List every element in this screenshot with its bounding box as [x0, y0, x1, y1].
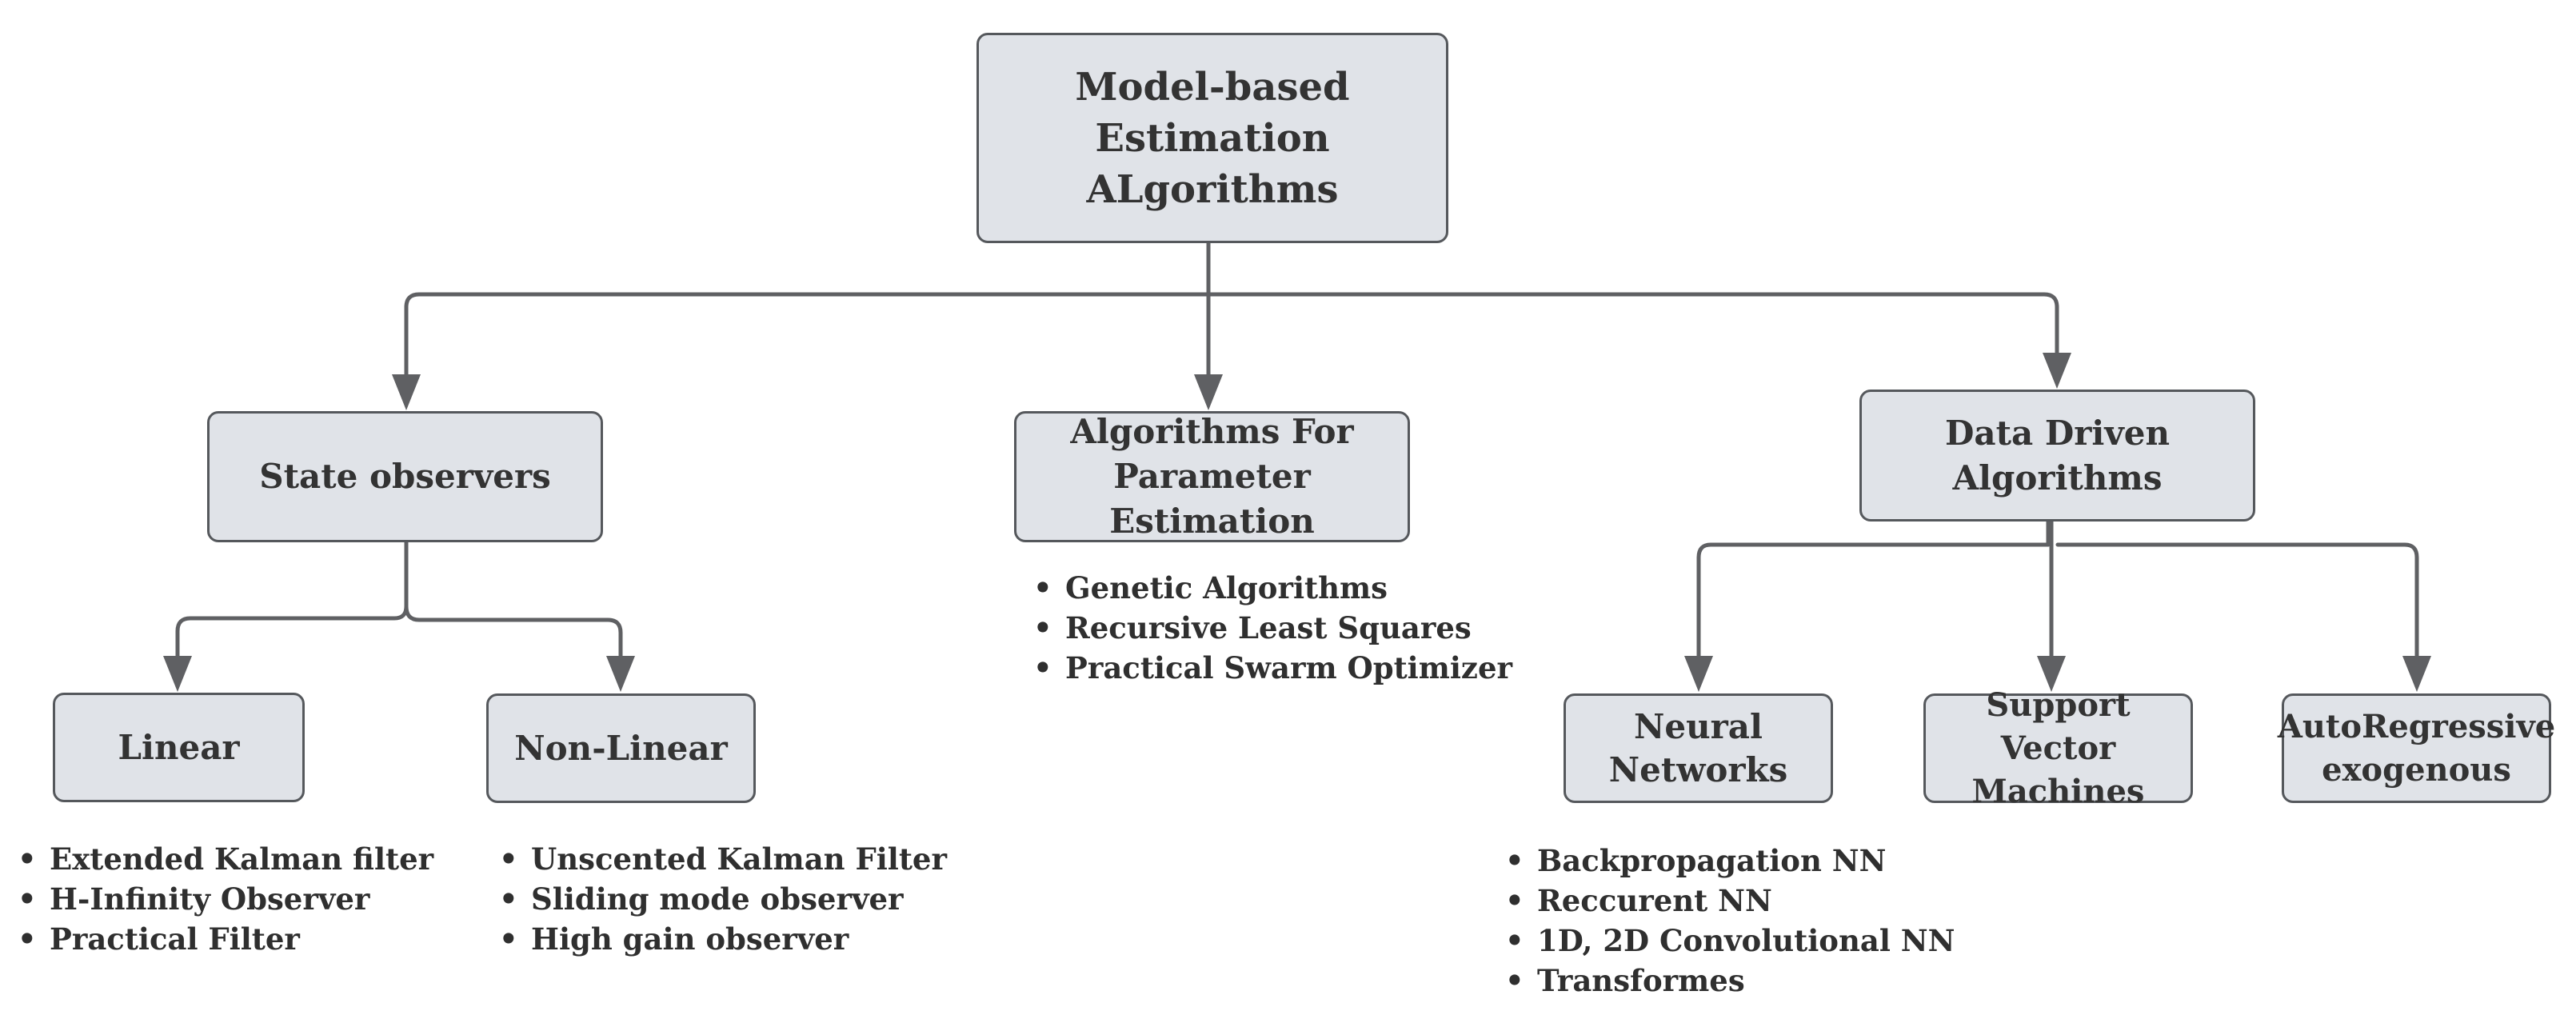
connector-data-driven-to-neural-networks: [1696, 542, 2051, 671]
arrowhead-parameter-estimation: [1194, 374, 1223, 410]
non-linear-list: Unscented Kalman Filter Sliding mode obs…: [499, 839, 947, 959]
root-node: Model-based Estimation ALgorithms: [976, 33, 1448, 243]
state-observers-node: State observers: [207, 411, 603, 542]
arrowhead-non-linear: [606, 656, 635, 692]
parameter-estimation-node: Algorithms For Parameter Estimation: [1014, 411, 1410, 542]
list-item: Practical Filter: [18, 919, 433, 959]
arrowhead-state-observers: [392, 374, 421, 410]
connector-data-driven-to-arx: [2055, 542, 2419, 671]
list-item: Recursive Least Squares: [1033, 608, 1512, 648]
list-item: 1D, 2D Convolutional NN: [1505, 921, 1955, 961]
linear-list: Extended Kalman filter H-Infinity Observ…: [18, 839, 433, 959]
connector-root-to-state-observers: [404, 292, 1211, 378]
svm-node: Support Vector Machines: [1923, 686, 2193, 810]
connector-root-to-data-driven: [1206, 292, 2059, 358]
non-linear-node: Non-Linear: [486, 693, 756, 803]
connector-state-observers-to-non-linear: [404, 604, 623, 671]
list-item: Genetic Algorithms: [1033, 568, 1512, 608]
list-item: Reccurent NN: [1505, 881, 1955, 921]
arrowhead-linear: [163, 656, 192, 692]
list-item: H-Infinity Observer: [18, 879, 433, 919]
list-item: High gain observer: [499, 919, 947, 959]
arrowhead-arx: [2402, 656, 2431, 692]
connector-state-observers-to-linear: [175, 539, 409, 670]
arx-node: AutoRegressive exogenous: [2278, 693, 2555, 803]
linear-node: Linear: [53, 693, 305, 802]
list-item: Practical Swarm Optimizer: [1033, 648, 1512, 688]
arrowhead-svm: [2037, 656, 2066, 692]
data-driven-node: Data Driven Algorithms: [1859, 390, 2255, 521]
list-item: Sliding mode observer: [499, 879, 947, 919]
neural-networks-node: Neural Networks: [1564, 693, 1833, 803]
arrowhead-data-driven: [2043, 353, 2071, 389]
list-item: Transformes: [1505, 961, 1955, 1001]
neural-networks-list: Backpropagation NN Reccurent NN 1D, 2D C…: [1505, 841, 1955, 1001]
list-item: Unscented Kalman Filter: [499, 839, 947, 879]
list-item: Backpropagation NN: [1505, 841, 1955, 881]
arrowhead-neural-networks: [1684, 656, 1713, 692]
list-item: Extended Kalman filter: [18, 839, 433, 879]
parameter-estimation-list: Genetic Algorithms Recursive Least Squar…: [1033, 568, 1512, 688]
